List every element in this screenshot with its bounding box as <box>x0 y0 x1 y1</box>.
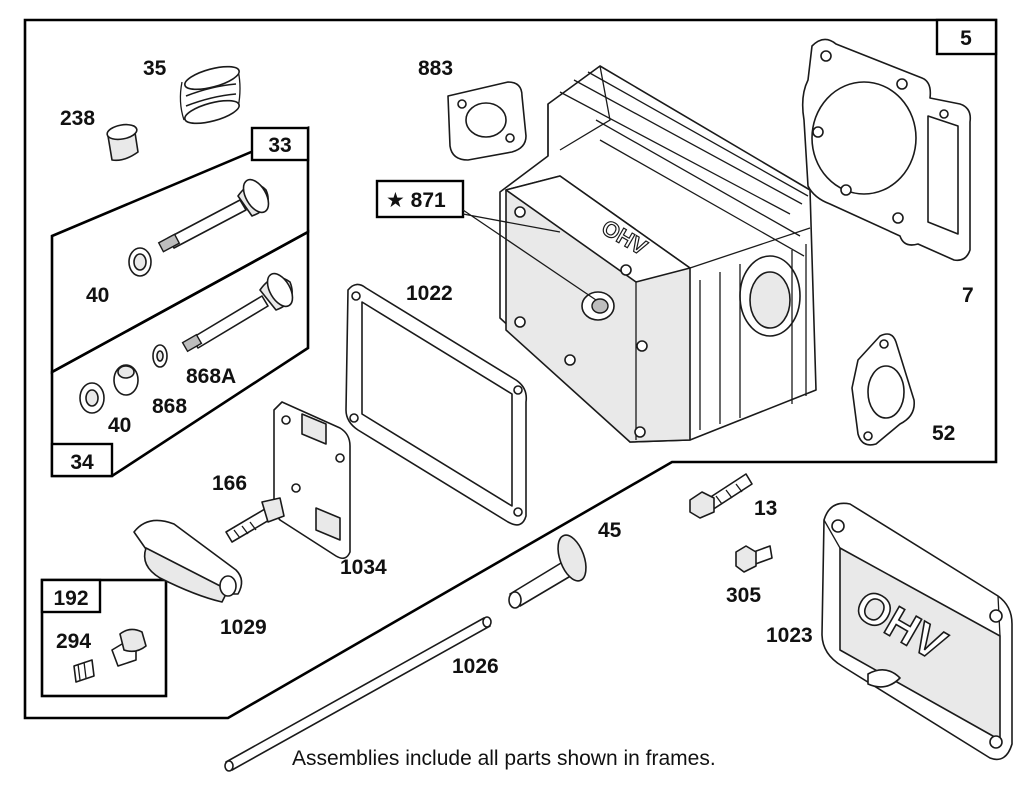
part-52-label: 52 <box>932 422 955 445</box>
frame-34-label: 34 <box>70 451 94 474</box>
part-1023-label: 1023 <box>766 624 813 647</box>
valve-cap-part <box>106 123 139 162</box>
screw-305-part <box>735 545 773 573</box>
intake-valve-part <box>181 272 294 353</box>
frame-33-outline <box>50 126 310 375</box>
part-40a-label: 40 <box>86 284 109 307</box>
frame-5-label: 5 <box>960 27 972 50</box>
head-gasket-7-part <box>801 38 972 262</box>
guide-plate-1034-part <box>273 401 351 560</box>
part-35-label: 35 <box>143 57 167 80</box>
frame-192-outline <box>40 578 168 698</box>
frame-34-tag: 34 <box>50 442 114 478</box>
valve-spring-part <box>179 65 241 125</box>
part-45-label: 45 <box>598 519 622 542</box>
frame-33-tag: 33 <box>250 126 310 162</box>
part-40b-label: 40 <box>108 414 131 437</box>
push-rod-1026-part <box>224 616 492 772</box>
part-868-label: 868 <box>152 395 187 418</box>
keeper-40-bottom-part <box>79 382 105 414</box>
part-1026-label: 1026 <box>452 655 499 678</box>
part-13-label: 13 <box>754 497 777 520</box>
part-1029-label: 1029 <box>220 616 267 639</box>
frame-33-label: 33 <box>268 134 291 157</box>
part-1022-label: 1022 <box>406 282 453 305</box>
washer-868a-part <box>152 344 168 368</box>
part-871-label: ★ 871 <box>386 189 446 212</box>
frame-5-tag: 5 <box>935 18 998 56</box>
rocker-gasket-1022-part <box>345 283 528 526</box>
bolt-13-part <box>689 473 753 519</box>
keeper-40-top-part <box>128 247 152 277</box>
part-305-label: 305 <box>726 584 761 607</box>
exhaust-gasket-52-part <box>851 333 916 446</box>
part-883-label: 883 <box>418 57 453 80</box>
part-1034-label: 1034 <box>340 556 387 579</box>
rotator-868-part <box>113 364 139 396</box>
intake-gasket-883-part <box>447 81 527 161</box>
part-294-label: 294 <box>56 630 91 653</box>
spacer-45-part <box>508 534 587 609</box>
frame-192-tag: 192 <box>40 578 102 614</box>
adjuster-nut-part <box>111 628 147 667</box>
frame-34-outline <box>50 229 310 478</box>
cylinder-head-part: OHV <box>499 65 817 443</box>
exhaust-valve-part <box>157 178 270 253</box>
part-871-callout: ★ 871 <box>375 179 597 301</box>
rocker-stud-166-part <box>225 497 285 543</box>
part-868a-label: 868A <box>186 365 236 388</box>
rocker-cover-1023-part: OHV <box>821 502 1013 761</box>
part-166-label: 166 <box>212 472 247 495</box>
assemblies-footnote: Assemblies include all parts shown in fr… <box>292 747 716 770</box>
part-7-label: 7 <box>962 284 974 307</box>
frame-192-label: 192 <box>53 587 88 610</box>
adjuster-294-part <box>73 659 95 683</box>
part-238-label: 238 <box>60 107 95 130</box>
rocker-arm-1029-part <box>133 519 243 603</box>
